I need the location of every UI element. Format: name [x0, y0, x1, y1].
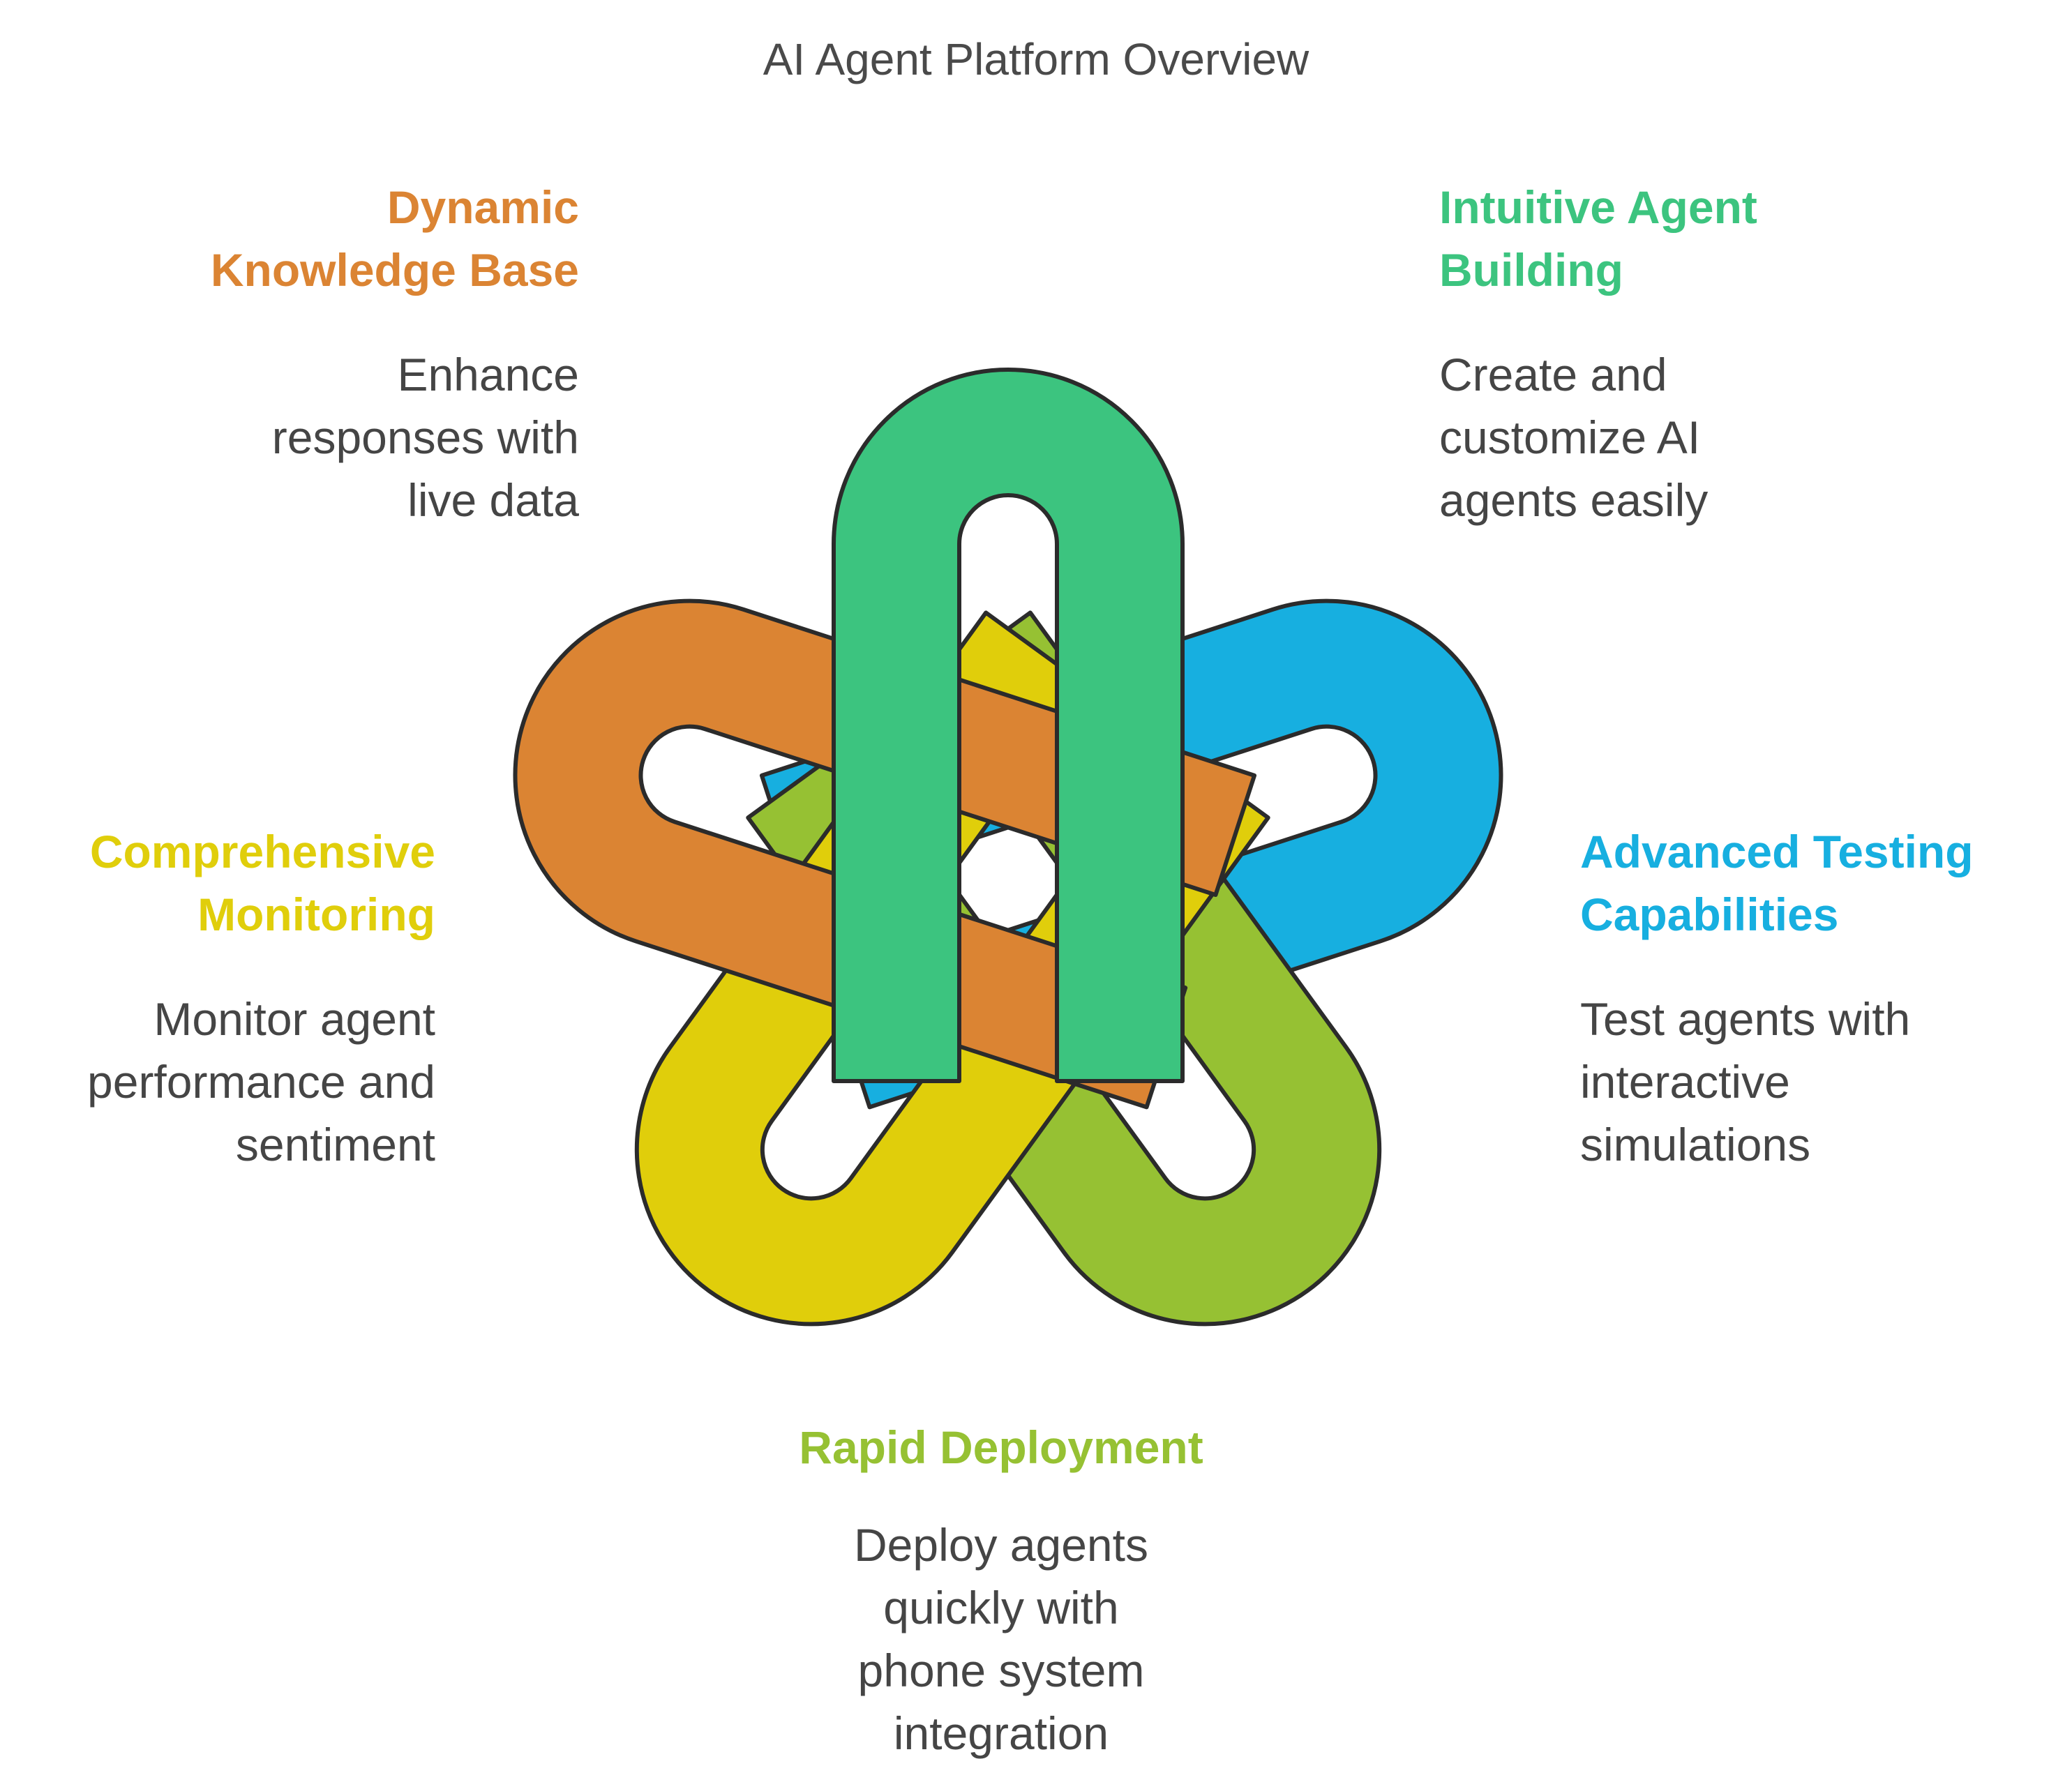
- desc-line: performance and: [87, 1056, 435, 1108]
- desc-intuitive-agent-building: Create and customize AI agents easily: [1439, 343, 1757, 531]
- block-advanced-testing-capabilities: Advanced Testing Capabilities Test agent…: [1580, 820, 1974, 1176]
- desc-rapid-deployment: Deploy agents quickly with phone system …: [757, 1514, 1245, 1765]
- desc-line: Test agents with: [1580, 993, 1911, 1045]
- heading-line: Intuitive Agent: [1439, 181, 1757, 233]
- heading-line: Capabilities: [1580, 889, 1839, 940]
- desc-line: Deploy agents: [854, 1519, 1148, 1571]
- heading-rapid-deployment: Rapid Deployment: [757, 1416, 1245, 1479]
- desc-line: sentiment: [235, 1119, 435, 1170]
- heading-line: Monitoring: [197, 889, 435, 940]
- block-intuitive-agent-building: Intuitive Agent Building Create and cust…: [1439, 176, 1757, 531]
- block-rapid-deployment: Rapid Deployment Deploy agents quickly w…: [757, 1416, 1245, 1765]
- heading-line: Rapid Deployment: [799, 1421, 1203, 1473]
- desc-line: responses with: [271, 412, 579, 463]
- heading-line: Knowledge Base: [210, 244, 579, 296]
- desc-line: quickly with: [883, 1582, 1119, 1633]
- desc-line: Create and: [1439, 349, 1667, 400]
- desc-line: integration: [893, 1707, 1109, 1759]
- heading-comprehensive-monitoring: Comprehensive Monitoring: [87, 820, 435, 946]
- heading-line: Comprehensive: [89, 826, 435, 877]
- heading-intuitive-agent-building: Intuitive Agent Building: [1439, 176, 1757, 301]
- page-title: AI Agent Platform Overview: [763, 34, 1309, 84]
- heading-line: Dynamic: [386, 181, 579, 233]
- desc-line: Enhance: [397, 349, 579, 400]
- desc-line: simulations: [1580, 1119, 1811, 1170]
- heading-dynamic-knowledge-base: Dynamic Knowledge Base: [211, 176, 579, 301]
- heading-line: Building: [1439, 244, 1623, 296]
- desc-advanced-testing-capabilities: Test agents with interactive simulations: [1580, 988, 1974, 1176]
- desc-line: Monitor agent: [153, 993, 435, 1045]
- desc-line: phone system: [857, 1645, 1145, 1696]
- desc-line: customize AI: [1439, 412, 1701, 463]
- desc-dynamic-knowledge-base: Enhance responses with live data: [211, 343, 579, 531]
- desc-line: agents easily: [1439, 474, 1709, 526]
- desc-comprehensive-monitoring: Monitor agent performance and sentiment: [87, 988, 435, 1176]
- desc-line: interactive: [1580, 1056, 1790, 1108]
- heading-line: Advanced Testing: [1580, 826, 1974, 877]
- desc-line: live data: [407, 474, 579, 526]
- heading-advanced-testing-capabilities: Advanced Testing Capabilities: [1580, 820, 1974, 946]
- link-intuitive-agent-building: [832, 368, 1185, 1083]
- block-dynamic-knowledge-base: Dynamic Knowledge Base Enhance responses…: [211, 176, 579, 531]
- block-comprehensive-monitoring: Comprehensive Monitoring Monitor agent p…: [87, 820, 435, 1176]
